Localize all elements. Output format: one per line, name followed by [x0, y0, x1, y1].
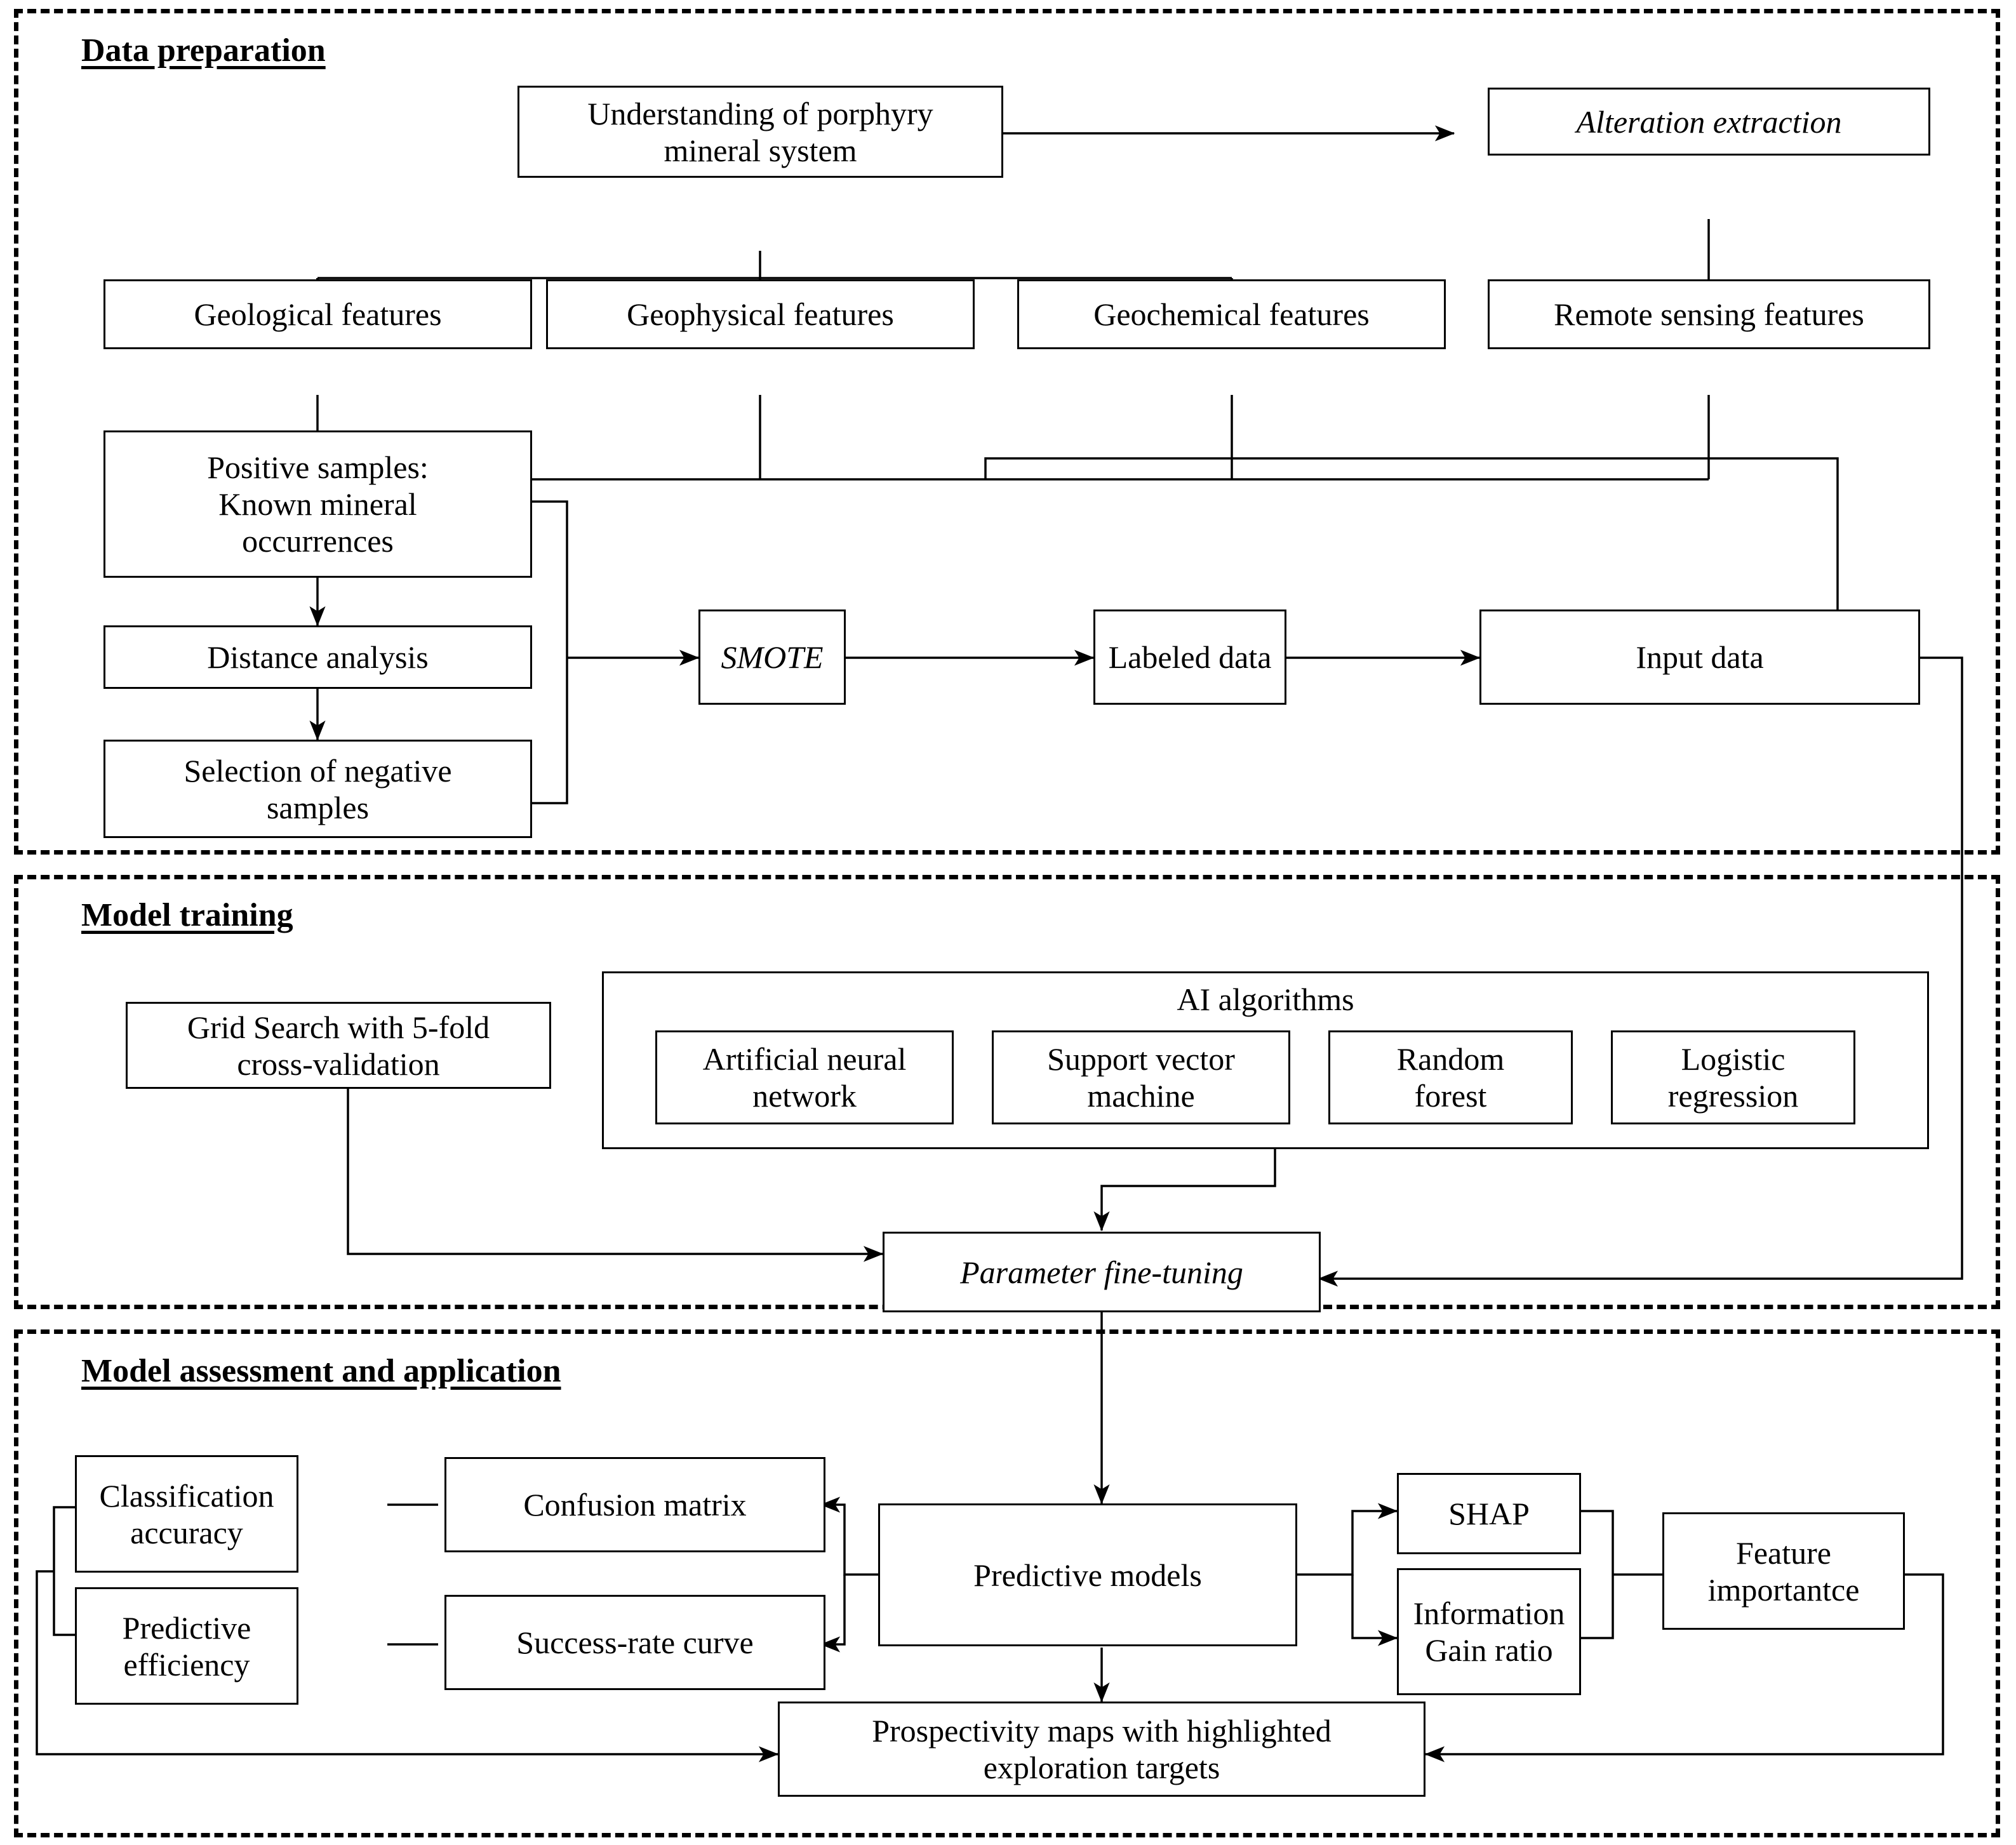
box-shap[interactable]: SHAP	[1397, 1473, 1581, 1554]
box-geological-features[interactable]: Geological features	[103, 279, 532, 349]
edge-predictive-to-infogain	[1351, 1575, 1398, 1646]
box-confusion-matrix[interactable]: Confusion matrix	[444, 1457, 825, 1552]
box-geochemical-features[interactable]: Geochemical features	[1017, 279, 1446, 349]
label-ai-algorithms: AI algorithms	[1177, 982, 1354, 1017]
box-geophysical-features[interactable]: Geophysical features	[546, 279, 975, 349]
section-title-model-assessment: Model assessment and application	[81, 1353, 561, 1389]
box-predictive-models[interactable]: Predictive models	[878, 1503, 1297, 1646]
box-support-vector-machine[interactable]: Support vector machine	[992, 1030, 1290, 1124]
edge-predictive-to-shap	[1297, 1503, 1398, 1576]
section-data-preparation	[14, 9, 2000, 855]
box-logistic-regression[interactable]: Logistic regression	[1611, 1030, 1855, 1124]
edge-predictive-to-confusion	[820, 1496, 878, 1576]
box-distance-analysis[interactable]: Distance analysis	[103, 625, 532, 689]
edge-gridsearch-to-parameter	[347, 1087, 884, 1262]
box-grid-search[interactable]: Grid Search with 5-fold cross-validation	[126, 1002, 551, 1089]
box-parameter-fine-tuning[interactable]: Parameter fine-tuning	[883, 1232, 1321, 1312]
edge-ai-to-parameter	[1093, 1149, 1276, 1232]
section-title-data-preparation: Data preparation	[81, 32, 326, 69]
box-alteration-extraction[interactable]: Alteration extraction	[1488, 88, 1930, 156]
box-smote[interactable]: SMOTE	[698, 609, 846, 705]
edge-assessment-to-prospectivity	[36, 1570, 779, 1762]
box-information-gain-ratio[interactable]: Information Gain ratio	[1397, 1568, 1581, 1695]
box-remote-sensing-features[interactable]: Remote sensing features	[1488, 279, 1930, 349]
edge-input-to-parameter	[1318, 656, 1963, 1287]
box-negative-samples[interactable]: Selection of negative samples	[103, 740, 532, 838]
edge-features-to-input	[984, 457, 1846, 637]
box-labeled-data[interactable]: Labeled data	[1093, 609, 1286, 705]
section-title-model-training: Model training	[81, 897, 293, 933]
box-predictive-efficiency[interactable]: Predictive efficiency	[75, 1587, 298, 1705]
box-feature-importance[interactable]: Feature importantce	[1662, 1512, 1905, 1630]
section-model-assessment	[14, 1329, 2000, 1837]
edge-predictive-to-successrate	[820, 1575, 846, 1653]
box-artificial-neural-network[interactable]: Artificial neural network	[655, 1030, 954, 1124]
box-random-forest[interactable]: Random forest	[1328, 1030, 1573, 1124]
sample-bracket	[532, 500, 568, 804]
box-classification-accuracy[interactable]: Classification accuracy	[75, 1455, 298, 1573]
box-understanding-porphyry[interactable]: Understanding of porphyry mineral system	[517, 86, 1003, 178]
box-success-rate-curve[interactable]: Success-rate curve	[444, 1595, 825, 1690]
box-prospectivity-maps[interactable]: Prospectivity maps with highlighted expl…	[778, 1702, 1425, 1797]
box-input-data[interactable]: Input data	[1479, 609, 1920, 705]
edge-featureimp-to-prospectivity	[1424, 1573, 1944, 1762]
box-positive-samples[interactable]: Positive samples: Known mineral occurren…	[103, 430, 532, 578]
